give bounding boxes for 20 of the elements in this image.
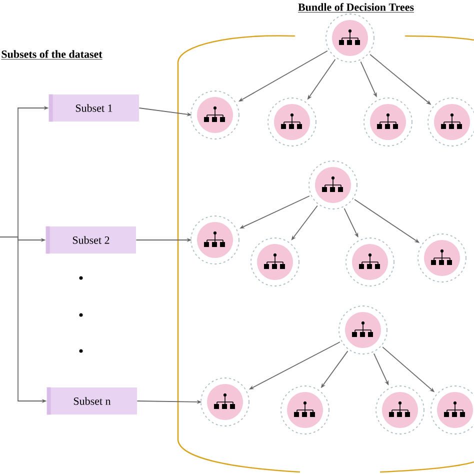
tree-circle xyxy=(200,378,250,426)
tree-circle xyxy=(190,216,240,264)
subset-box: Subset n xyxy=(46,387,137,415)
subset-box: Subset 2 xyxy=(46,226,136,254)
tree-circle xyxy=(430,386,474,434)
tree-circle xyxy=(326,14,374,62)
tree-circle xyxy=(280,386,330,434)
tree-circle xyxy=(308,160,358,210)
tree-circle xyxy=(190,90,240,140)
tree-circle xyxy=(268,98,316,146)
heading: Subsets of the dataset xyxy=(1,50,103,60)
tree-circle xyxy=(346,238,394,286)
tree-circle xyxy=(376,386,424,434)
tree-circle xyxy=(418,234,466,282)
heading: Bundle of Decision Trees xyxy=(298,3,414,13)
tree-circle xyxy=(428,98,474,146)
subset-box: Subset 1 xyxy=(48,94,139,122)
tree-circle xyxy=(250,238,300,286)
tree-circle xyxy=(338,306,388,354)
tree-circle xyxy=(364,98,412,146)
